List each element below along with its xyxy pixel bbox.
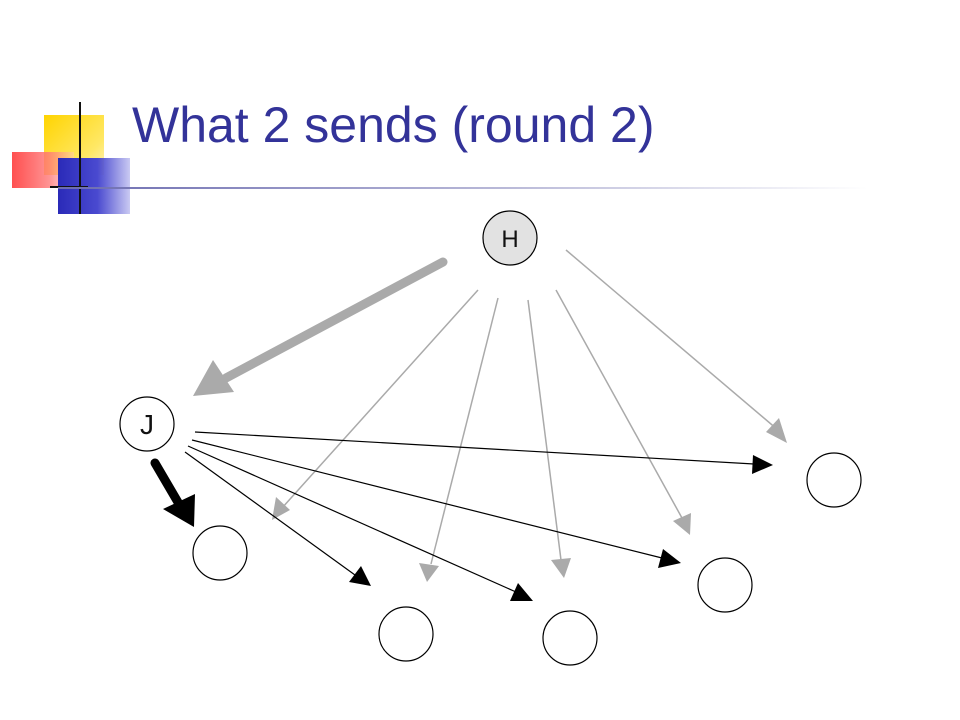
- node-e: [806, 452, 862, 508]
- node-c: [542, 610, 598, 666]
- thick-arrowhead-j-to-node-a: [163, 494, 195, 527]
- arrow-h-to-node-d: [555, 289, 683, 519]
- arrow-j-to-node-b: [184, 451, 356, 576]
- thick-arrow-h-to-j: [221, 257, 448, 383]
- arrowhead-j-to-node-b: [349, 566, 371, 586]
- arrow-j-to-node-c: [187, 445, 517, 593]
- slide-title: What 2 sends (round 2): [132, 97, 655, 153]
- arrowhead-j-to-node-c: [510, 583, 533, 601]
- node-a: [192, 525, 248, 581]
- node-d: [697, 557, 753, 613]
- arrow-h-to-node-b: [430, 297, 499, 565]
- arrowhead-h-to-node-d: [673, 513, 691, 535]
- title-decor-vertical-line: [79, 102, 81, 214]
- thick-arrowhead-h-to-j: [193, 360, 234, 396]
- node-b: [378, 606, 434, 662]
- arrowhead-h-to-node-c: [551, 558, 571, 578]
- title-underline: [58, 187, 868, 189]
- arrow-h-to-node-c: [527, 299, 562, 561]
- node-h: [482, 210, 538, 266]
- arrow-j-to-node-d: [191, 439, 663, 559]
- arrow-h-to-node-e: [565, 249, 779, 431]
- thick-arrow-j-to-node-a: [150, 458, 184, 509]
- node-j: [119, 396, 175, 452]
- node-h-label: H: [501, 226, 518, 253]
- arrowhead-h-to-node-e: [766, 418, 787, 443]
- node-j-label: J: [140, 409, 154, 440]
- arrow-j-to-node-e: [194, 431, 755, 465]
- arrowhead-h-to-node-b: [419, 563, 439, 582]
- arrowhead-j-to-node-d: [658, 549, 681, 568]
- arrowhead-j-to-node-e: [752, 455, 773, 474]
- arrowhead-h-to-node-a: [272, 497, 290, 520]
- arrow-h-to-node-a: [281, 289, 479, 509]
